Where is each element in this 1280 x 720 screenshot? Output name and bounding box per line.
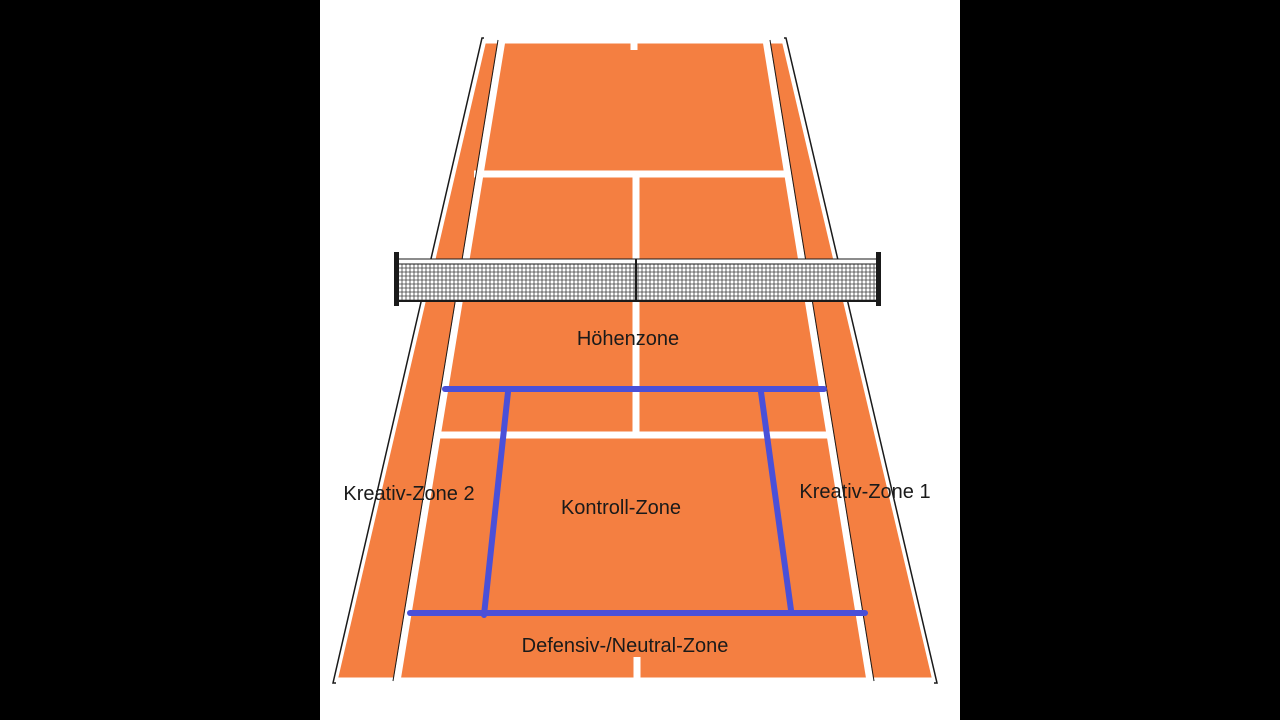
label-kreativ-zone-1: Kreativ-Zone 1: [799, 481, 930, 503]
label-hoehenzone: Höhenzone: [577, 328, 679, 350]
zone-line-left: [481, 389, 511, 618]
tennis-net: [394, 252, 881, 306]
net-tape: [396, 258, 879, 265]
label-defensiv-neutral-zone: Defensiv-/Neutral-Zone: [522, 635, 729, 657]
court-line-outlines: [392, 39, 875, 682]
zone-line-right: [758, 389, 794, 613]
label-kreativ-zone-2: Kreativ-Zone 2: [343, 483, 474, 505]
label-kontroll-zone: Kontroll-Zone: [561, 497, 681, 519]
net-post-left: [394, 252, 399, 306]
court-lines: [336, 36, 934, 685]
net-post-right: [876, 252, 881, 306]
zone-lines: [407, 386, 868, 618]
